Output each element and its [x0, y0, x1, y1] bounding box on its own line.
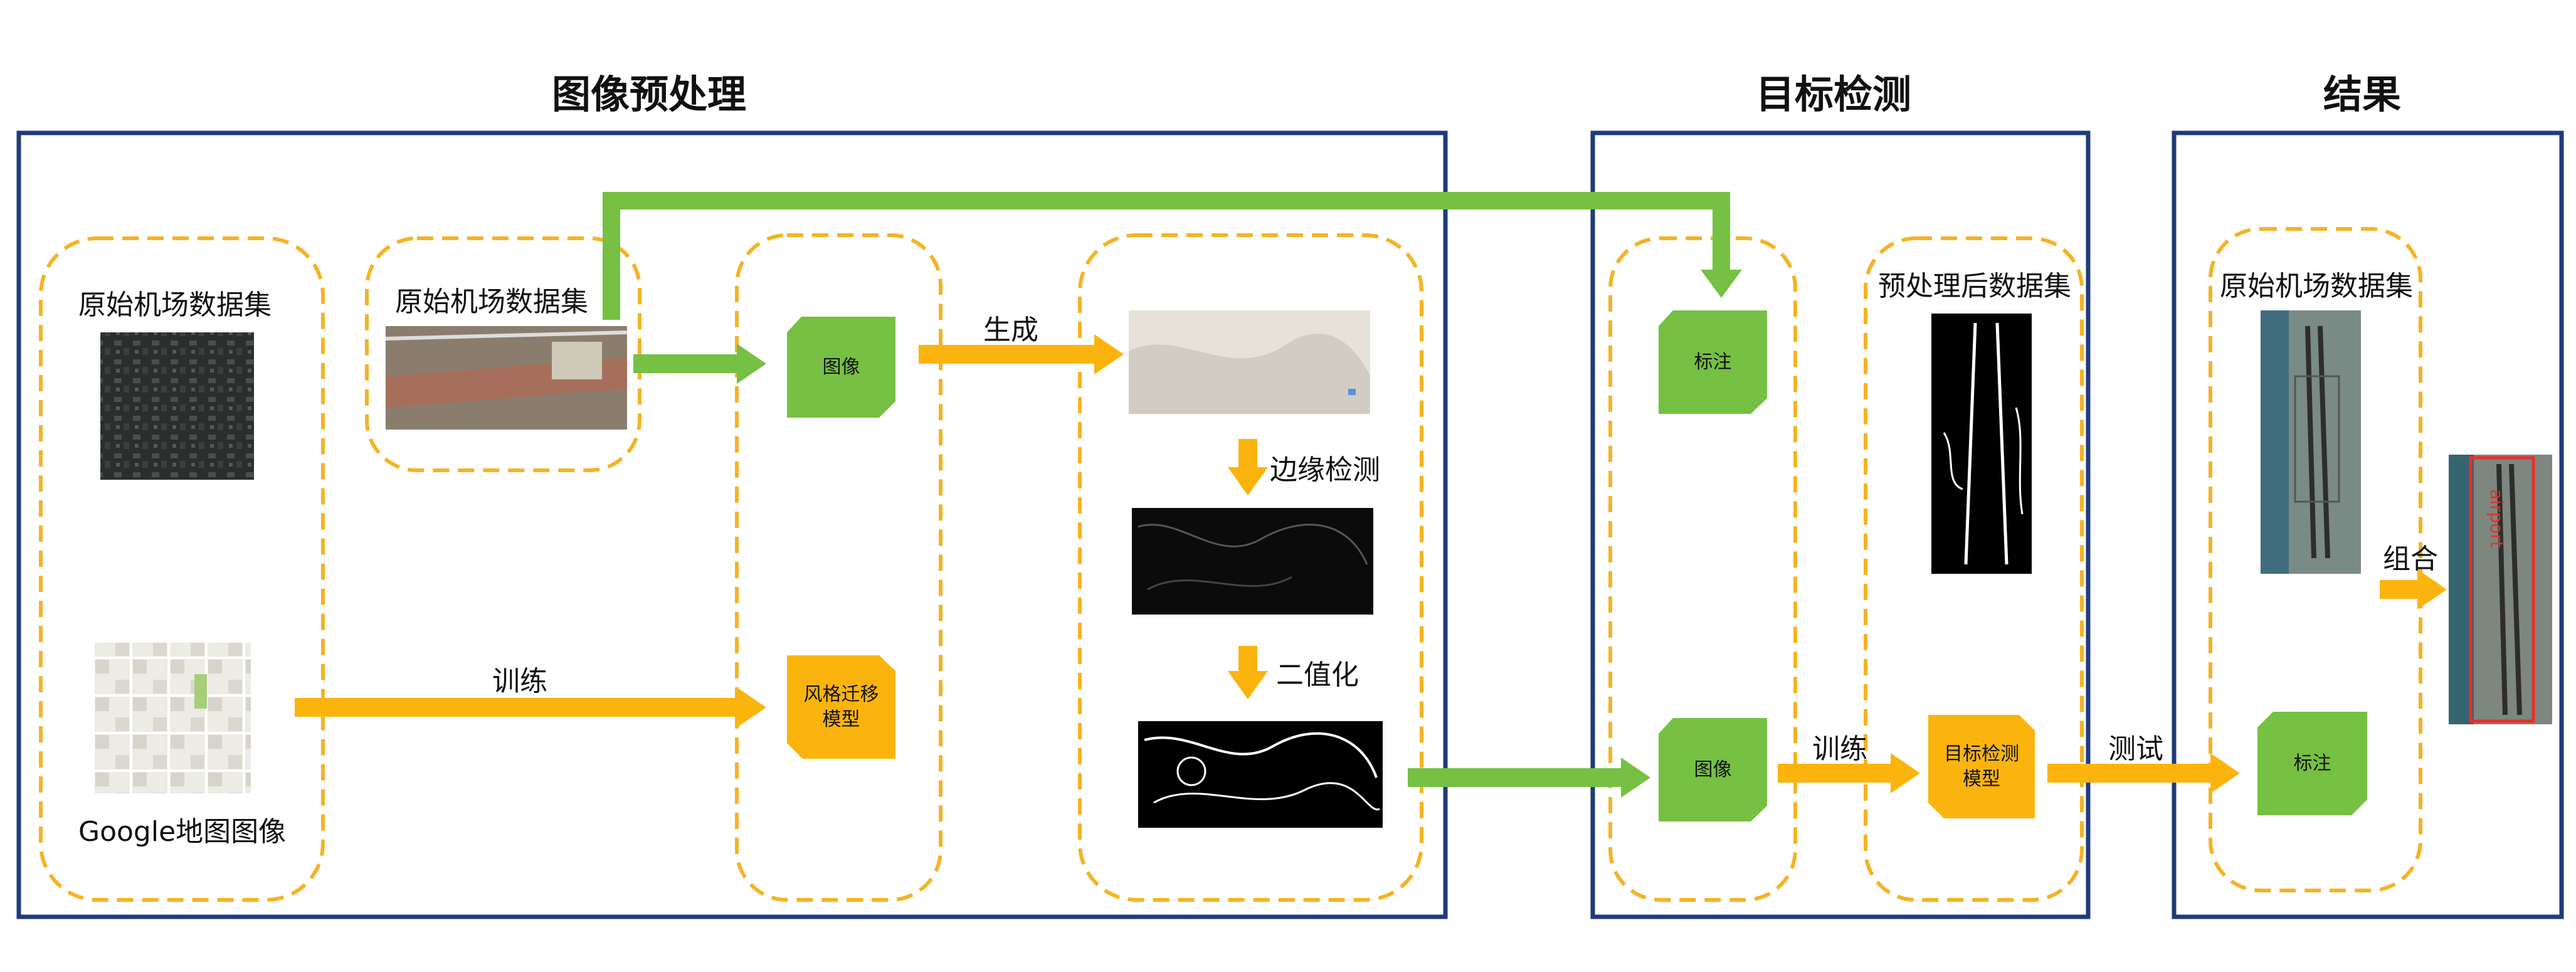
section-title-preprocess: 图像预处理 — [552, 71, 747, 117]
arrow-generate — [919, 334, 1124, 374]
box-style-model-text: 风格迁移 模型 — [803, 683, 879, 731]
arrow-binarize — [1228, 646, 1268, 699]
arrow-test — [2047, 753, 2240, 793]
label-binarize: 二值化 — [1276, 659, 1359, 691]
arrow-train-2 — [1778, 753, 1920, 793]
edge-thumbnail — [1132, 508, 1373, 615]
label-generate: 生成 — [983, 314, 1038, 346]
box-detect-model-text: 目标检测 模型 — [1944, 742, 2019, 790]
railway-thumbnail — [385, 326, 628, 430]
box-image-2 — [1659, 718, 1767, 821]
group-models — [735, 233, 942, 902]
label-train-2: 训练 — [1812, 733, 1867, 765]
box-image-1 — [787, 317, 895, 418]
box-annotation-1 — [1659, 310, 1767, 414]
result-frame — [2172, 130, 2564, 919]
result-thumbnail — [2449, 455, 2552, 724]
section-title-result: 结果 — [2323, 71, 2402, 117]
arrow-original-to-annotation — [603, 192, 1730, 320]
arrow-original-to-image — [633, 344, 766, 384]
group-generated — [1078, 233, 1423, 902]
section-title-detection: 目标检测 — [1756, 71, 1912, 117]
box-image-1-text: 图像 — [822, 356, 860, 378]
group-original-google — [39, 236, 325, 902]
group-result — [2209, 227, 2422, 892]
box-annotation-1-text: 标注 — [1694, 351, 1732, 373]
label-test: 测试 — [2108, 733, 2163, 765]
preprocessed-thumbnail — [1931, 314, 2032, 574]
label-edge-detection: 边缘检测 — [1270, 454, 1380, 486]
arrow-binary-to-image — [1408, 758, 1650, 798]
label-original-dataset-3: 原始机场数据集 — [2220, 270, 2413, 302]
airport-bounding-box — [2469, 456, 2535, 723]
label-original-dataset-2: 原始机场数据集 — [395, 286, 588, 318]
label-preprocessed-dataset: 预处理后数据集 — [1878, 270, 2071, 302]
label-train-1: 训练 — [492, 665, 547, 697]
airport-thumbnail — [2261, 310, 2361, 574]
binary-thumbnail — [1138, 721, 1383, 828]
box-annotation-2-text: 标注 — [2293, 752, 2331, 774]
label-original-dataset-1: 原始机场数据集 — [78, 289, 272, 321]
box-annotation-2 — [2257, 712, 2367, 815]
satellite-thumbnail — [100, 332, 254, 480]
arrow-combine — [2380, 569, 2447, 610]
arrow-map-to-style-model — [295, 687, 766, 727]
generated-map-thumbnail — [1129, 310, 1370, 414]
map-thumbnail — [94, 643, 251, 793]
label-google-map: Google地图图像 — [78, 816, 287, 848]
detection-frame — [1590, 130, 2091, 919]
arrow-edge-detection — [1228, 439, 1268, 495]
group-preprocessed — [1864, 236, 2084, 902]
preprocess-frame — [16, 130, 1448, 919]
label-combine: 组合 — [2383, 543, 2438, 575]
label-airport-tag: airport — [2486, 489, 2507, 548]
box-image-2-text: 图像 — [1694, 758, 1732, 781]
box-style-model — [787, 655, 895, 759]
box-detect-model — [1928, 715, 2035, 818]
